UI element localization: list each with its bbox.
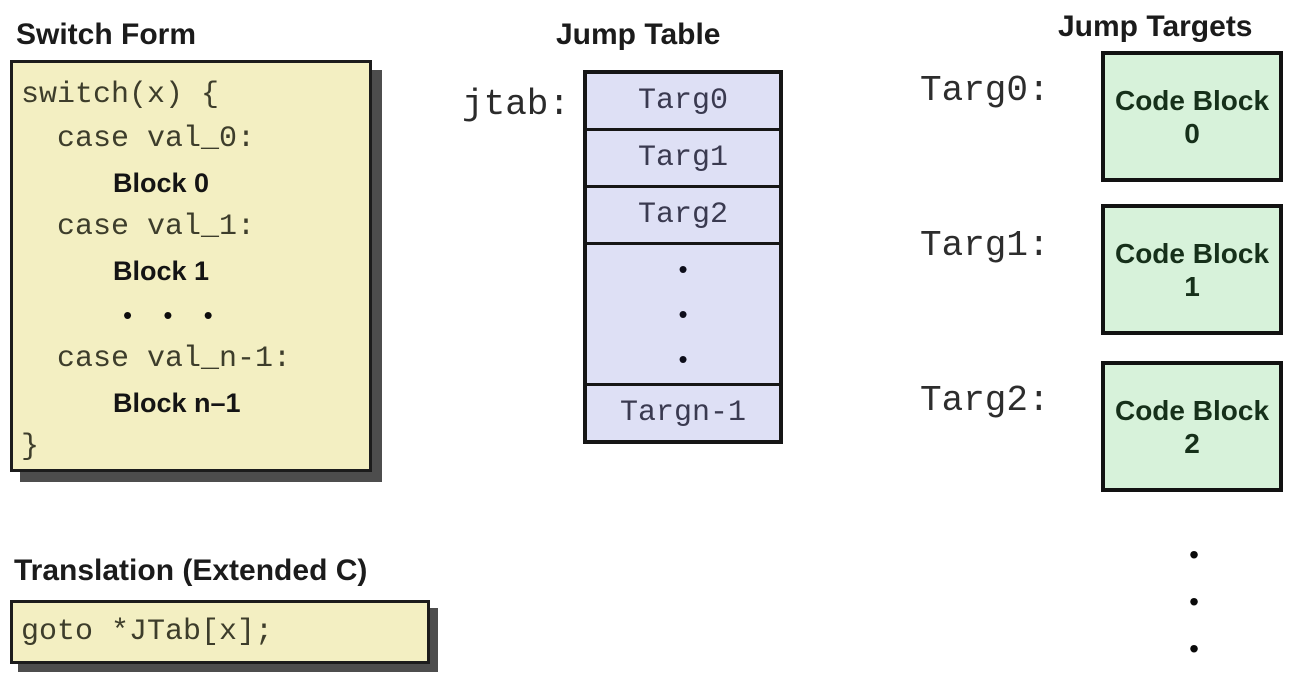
jump-table-heading: Jump Table [556,18,721,51]
code-block-0: Code Block 0 [1101,51,1283,182]
code-block-2-title: Code Block [1114,394,1270,426]
translation-code-line: goto *JTab[x]; [21,615,274,649]
target-label-targ0: Targ0: [920,70,1050,111]
code-block-1-number: 1 [1184,270,1200,302]
jump-targets-ellipsis-dots: • • • [1189,539,1199,664]
code-line-case-val1: case val_1: [21,210,256,244]
code-block-1: Code Block 1 [1101,204,1283,335]
code-line-blockn1: Block n–1 [113,388,241,418]
jump-table-row-targ2: Targ2 [587,185,779,242]
code-block-0-number: 0 [1184,117,1200,149]
target-label-targ1: Targ1: [920,225,1050,266]
translation-heading: Translation (Extended C) [14,554,368,587]
code-block-0-title: Code Block [1114,84,1270,116]
jtab-pointer-label: jtab: [462,84,571,125]
jump-targets-heading: Jump Targets [1058,10,1253,43]
code-line-block0: Block 0 [113,168,210,198]
jump-table-row-targ1: Targ1 [587,128,779,185]
switch-form-code-box: switch(x) { case val_0: Block 0 case val… [10,60,372,472]
code-block-1-title: Code Block [1114,237,1270,269]
jump-table-row-targn1: Targn-1 [587,383,779,440]
jump-table-row-ellipsis: • • • [587,242,779,383]
code-line-ellipsis: • • • [123,300,225,330]
code-line-case-val0: case val_0: [21,122,256,156]
target-label-targ2: Targ2: [920,380,1050,421]
jump-table: Targ0 Targ1 Targ2 • • • Targn-1 [583,70,783,444]
code-block-2-number: 2 [1184,427,1200,459]
switch-form-heading: Switch Form [16,18,197,51]
code-block-2: Code Block 2 [1101,361,1283,492]
code-line-close-brace: } [21,430,40,464]
jump-table-row-targ0: Targ0 [637,84,728,118]
code-line-block1: Block 1 [113,256,210,286]
code-line-case-valn1: case val_n-1: [21,342,292,376]
jump-table-ellipsis-dots: • • • [678,253,688,374]
translation-code-box: goto *JTab[x]; [10,600,430,664]
code-line-switch: switch(x) { [21,78,220,112]
